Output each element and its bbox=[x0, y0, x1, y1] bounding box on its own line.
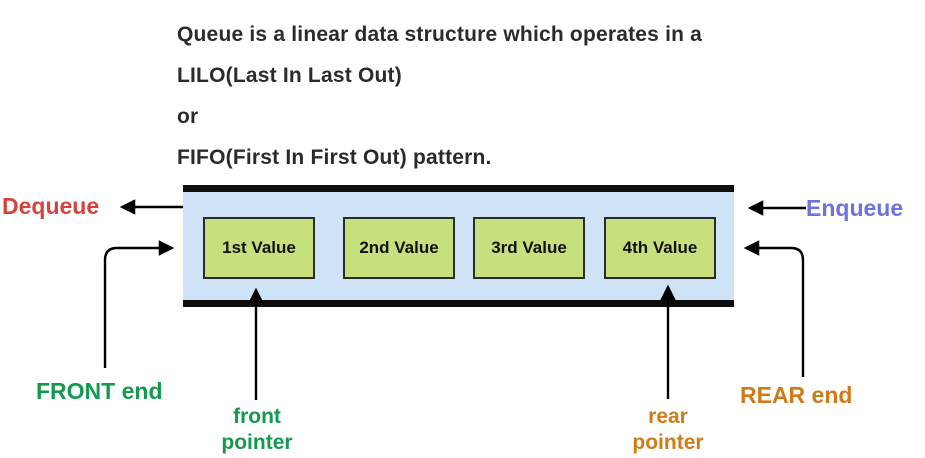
rear-pointer-label: rear pointer bbox=[632, 405, 704, 454]
queue-item-3: 3rd Value bbox=[473, 217, 585, 279]
heading-line-4: FIFO(First In First Out) pattern. bbox=[177, 146, 492, 169]
queue-item-2: 2nd Value bbox=[343, 217, 455, 279]
front-end-label: FRONT end bbox=[36, 378, 163, 404]
dequeue-label: Dequeue bbox=[2, 193, 100, 219]
queue-item-4: 4th Value bbox=[604, 217, 716, 279]
heading: Queue is a linear data structure which o… bbox=[177, 14, 702, 178]
heading-line-3: or bbox=[177, 105, 199, 128]
rear-end-label: REAR end bbox=[740, 382, 853, 408]
front-end-arrow bbox=[103, 240, 175, 368]
front-pointer-label: front pointer bbox=[221, 405, 293, 454]
enqueue-label: Enqueue bbox=[806, 195, 904, 221]
rear-end-arrow bbox=[743, 240, 805, 377]
queue-item-1: 1st Value bbox=[203, 217, 315, 279]
heading-line-1: Queue is a linear data structure which o… bbox=[177, 23, 703, 46]
heading-line-2: LILO(Last In Last Out) bbox=[177, 64, 402, 87]
